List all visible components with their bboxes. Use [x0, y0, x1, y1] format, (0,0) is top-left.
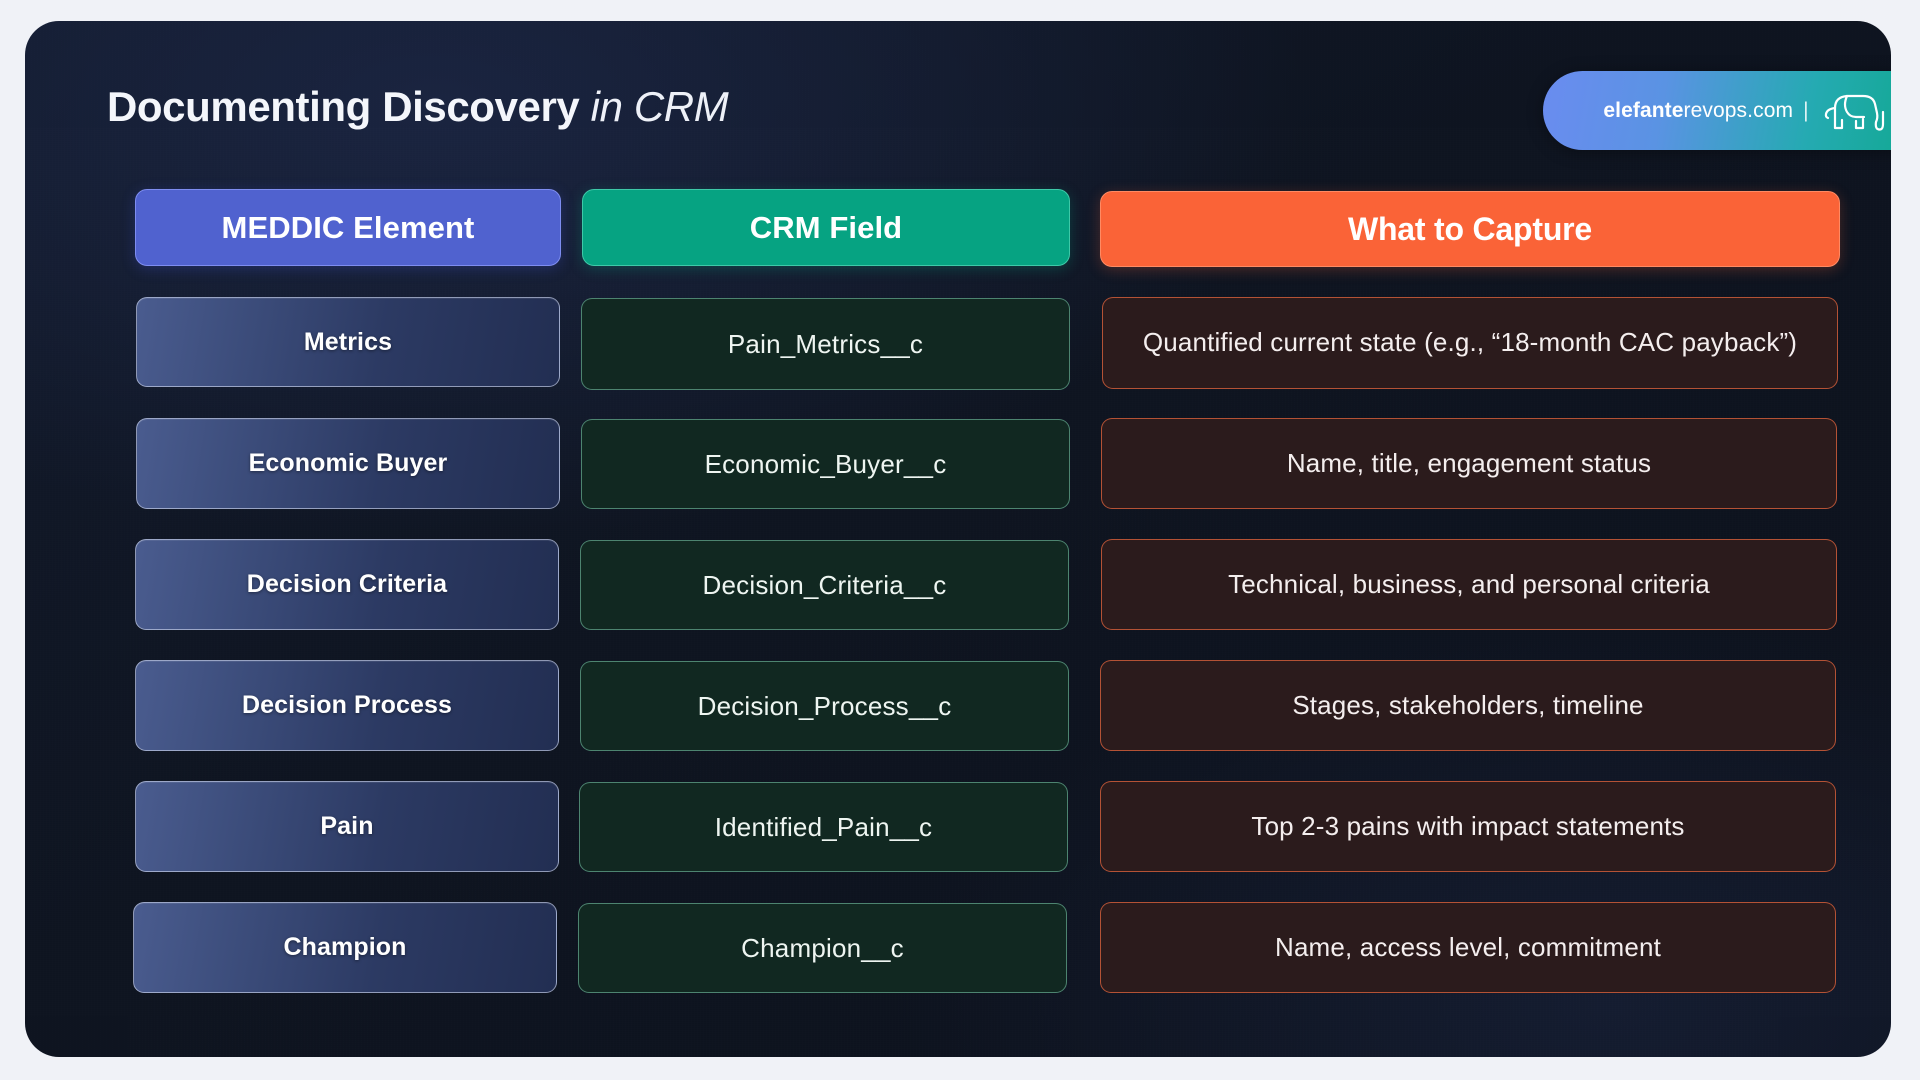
- capture-label: Technical, business, and personal criter…: [1228, 568, 1710, 599]
- meddic-crm-table: MEDDIC Element CRM Field What to Capture…: [25, 21, 1891, 1057]
- table-row[interactable]: Metrics: [136, 297, 560, 387]
- table-row[interactable]: Top 2-3 pains with impact statements: [1100, 781, 1836, 872]
- elephant-icon: [1821, 88, 1885, 134]
- table-row[interactable]: Decision Process: [135, 660, 559, 751]
- page-title-italic: in CRM: [590, 83, 729, 130]
- brand-badge-text: elefanterevops.com |: [1603, 99, 1820, 123]
- capture-label: Name, access level, commitment: [1275, 931, 1661, 962]
- table-row[interactable]: Economic_Buyer__c: [581, 419, 1070, 509]
- brand-name-bold: elefante: [1603, 98, 1684, 122]
- column-header-label: What to Capture: [1347, 210, 1593, 247]
- capture-label: Top 2-3 pains with impact statements: [1251, 810, 1685, 841]
- crm-field-label: Champion__c: [741, 932, 904, 963]
- capture-label: Quantified current state (e.g., “18-mont…: [1142, 327, 1798, 358]
- table-row[interactable]: Quantified current state (e.g., “18-mont…: [1102, 297, 1838, 389]
- column-header-label: CRM Field: [749, 209, 903, 245]
- table-row[interactable]: Pain_Metrics__c: [581, 298, 1070, 390]
- table-row[interactable]: Decision_Criteria__c: [580, 540, 1069, 630]
- column-header-meddic-element: MEDDIC Element: [135, 189, 561, 266]
- capture-label: Name, title, engagement status: [1286, 447, 1652, 478]
- crm-field-label: Identified_Pain__c: [714, 811, 933, 842]
- column-header-crm-field: CRM Field: [582, 189, 1070, 266]
- meddic-element-label: Economic Buyer: [248, 449, 448, 477]
- slide-card: Documenting Discovery in CRM elefanterev…: [25, 21, 1891, 1057]
- meddic-element-label: Decision Process: [241, 691, 453, 719]
- table-row[interactable]: Champion__c: [578, 903, 1067, 993]
- column-header-label: MEDDIC Element: [221, 209, 475, 245]
- crm-field-label: Decision_Process__c: [697, 690, 952, 721]
- meddic-element-label: Pain: [320, 812, 374, 840]
- table-row[interactable]: Economic Buyer: [136, 418, 560, 509]
- table-row[interactable]: Identified_Pain__c: [579, 782, 1068, 872]
- table-row[interactable]: Technical, business, and personal criter…: [1101, 539, 1837, 630]
- table-row[interactable]: Pain: [135, 781, 559, 872]
- capture-label: Stages, stakeholders, timeline: [1292, 689, 1644, 720]
- crm-field-label: Economic_Buyer__c: [704, 448, 947, 479]
- page-title: Documenting Discovery in CRM: [107, 83, 729, 131]
- crm-field-label: Decision_Criteria__c: [702, 569, 947, 600]
- table-row[interactable]: Decision Criteria: [135, 539, 559, 630]
- meddic-element-label: Champion: [283, 933, 407, 961]
- meddic-element-label: Metrics: [303, 327, 393, 356]
- table-row[interactable]: Champion: [133, 902, 557, 993]
- crm-field-label: Pain_Metrics__c: [727, 328, 924, 359]
- column-header-what-to-capture: What to Capture: [1100, 191, 1840, 267]
- table-row[interactable]: Name, access level, commitment: [1100, 902, 1836, 993]
- page-title-bold: Documenting Discovery: [107, 83, 580, 130]
- brand-badge[interactable]: elefanterevops.com |: [1543, 71, 1891, 150]
- brand-separator: |: [1803, 98, 1809, 122]
- brand-name-rest: revops.com: [1683, 98, 1794, 122]
- table-row[interactable]: Name, title, engagement status: [1101, 418, 1837, 509]
- table-row[interactable]: Decision_Process__c: [580, 661, 1069, 751]
- table-row[interactable]: Stages, stakeholders, timeline: [1100, 660, 1836, 751]
- meddic-element-label: Decision Criteria: [246, 570, 448, 598]
